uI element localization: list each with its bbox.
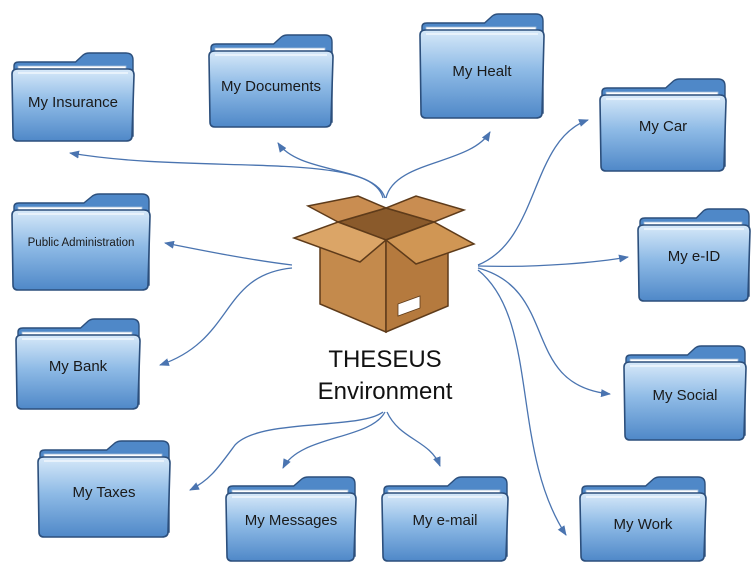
folder-my-documents[interactable]: My Documents	[207, 34, 335, 128]
folder-my-work[interactable]: My Work	[578, 476, 708, 562]
folder-icon	[15, 318, 141, 410]
arrow-to-my-documents	[277, 142, 384, 199]
folder-label: My Social	[652, 387, 718, 404]
folder-label: My Insurance	[27, 94, 119, 111]
folder-icon	[381, 476, 509, 562]
folder-my-e-id[interactable]: My e-ID	[636, 208, 752, 302]
folder-my-car[interactable]: My Car	[598, 78, 728, 172]
arrow-to-my-car	[477, 119, 589, 266]
folder-my-taxes[interactable]: My Taxes	[36, 440, 172, 538]
folder-my-healt[interactable]: My Healt	[418, 13, 546, 119]
open-cardboard-box-icon	[291, 195, 476, 334]
arrow-to-my-messages	[282, 411, 386, 469]
arrow-to-my-work	[477, 269, 567, 536]
folder-icon	[419, 13, 545, 119]
arrow-to-my-social	[477, 267, 611, 398]
center-title-line2: Environment	[317, 378, 453, 405]
center-title-line1: THESEUS	[328, 346, 442, 373]
folder-icon	[599, 78, 727, 172]
arrow-to-my-healt	[385, 131, 491, 199]
folder-my-social[interactable]: My Social	[622, 345, 748, 441]
folder-label: Public Administration	[27, 237, 135, 249]
folder-icon	[37, 440, 171, 538]
folder-label: My Work	[613, 516, 673, 533]
folder-label: My Taxes	[72, 484, 136, 501]
folder-my-insurance[interactable]: My Insurance	[10, 52, 136, 142]
folder-label: My e-mail	[412, 512, 478, 529]
arrow-to-my-e-id	[477, 254, 629, 268]
folder-icon	[11, 52, 135, 142]
folder-my-e-mail[interactable]: My e-mail	[380, 476, 510, 562]
arrow-to-my-e-mail	[386, 411, 441, 467]
folder-my-bank[interactable]: My Bank	[14, 318, 142, 410]
folder-label: My e-ID	[667, 248, 721, 265]
folder-my-messages[interactable]: My Messages	[224, 476, 358, 562]
folder-icon	[225, 476, 357, 562]
arrow-to-my-bank	[159, 267, 293, 366]
arrow-to-my-taxes	[189, 411, 384, 491]
folder-label: My Messages	[244, 512, 338, 529]
folder-label: My Car	[638, 118, 688, 135]
center-title: THESEUS Environment	[290, 344, 480, 408]
folder-label: My Bank	[48, 358, 108, 375]
folder-label: My Healt	[452, 63, 512, 80]
folder-icon	[208, 34, 334, 128]
folder-label: My Documents	[220, 78, 322, 95]
arrow-to-public-administration	[164, 240, 293, 266]
folder-icon	[11, 193, 151, 291]
folder-public-administration[interactable]: Public Administration	[10, 193, 152, 291]
folder-icon	[623, 345, 747, 441]
folder-icon	[637, 208, 751, 302]
folder-icon	[579, 476, 707, 562]
